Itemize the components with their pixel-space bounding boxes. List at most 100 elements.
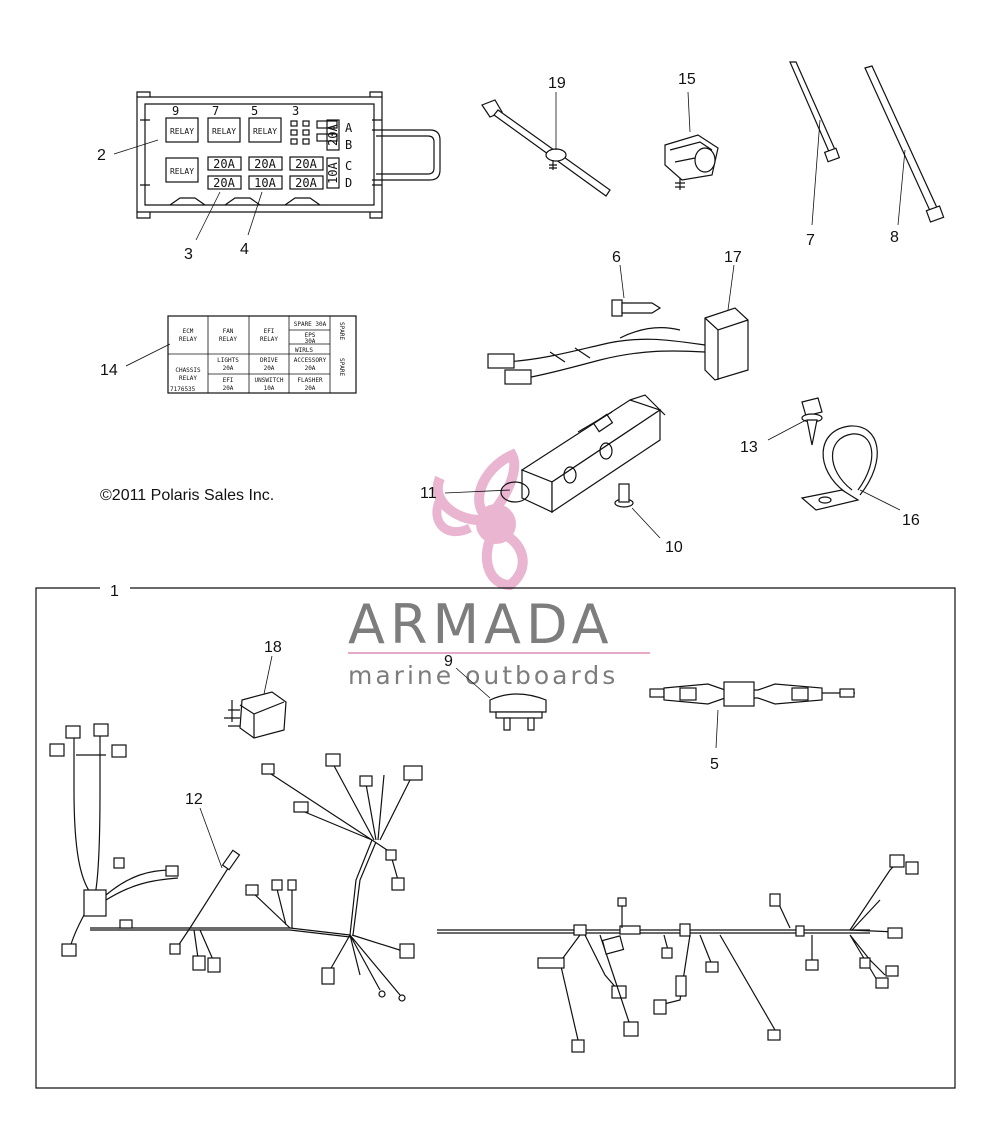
callout-5: 5 (710, 756, 719, 773)
callout-8: 8 (890, 229, 899, 246)
fuse-rating: 20A (213, 157, 235, 171)
label-efi-20a: 20A (223, 385, 234, 392)
label-drive-20a: 20A (264, 365, 275, 372)
callout-11: 11 (420, 485, 437, 502)
label-unswitch: UNSWITCH (255, 377, 284, 384)
side-fuse-rating: 10A (326, 162, 340, 184)
leader-line (631, 507, 661, 539)
label-chassis-relay: RELAY (179, 375, 197, 382)
fuse-rating: 20A (213, 176, 235, 190)
inline-fuse-holder (649, 681, 855, 707)
callout-17: 17 (724, 249, 742, 266)
callout-18: 18 (264, 639, 282, 656)
p-clamp (800, 425, 878, 511)
row-letter: B (345, 138, 352, 152)
leader-line (727, 264, 735, 311)
callout-3: 3 (184, 246, 193, 263)
watermark-name: ARMADA (348, 593, 614, 656)
label-eps-30a: 30A (305, 338, 316, 345)
fuse-rating: 20A (295, 157, 317, 171)
callout-15: 15 (678, 71, 696, 88)
leader-line (263, 655, 273, 695)
slot-number: 5 (251, 104, 258, 118)
leader-line (125, 343, 171, 367)
label-fan-relay: RELAY (219, 336, 237, 343)
label-eps: EPS (305, 332, 316, 339)
leader-line (199, 807, 223, 869)
cable-tie-anchor (481, 99, 611, 197)
label-fan: FAN (223, 328, 234, 335)
leader-line (195, 191, 221, 241)
fuse-holder-harness (487, 307, 749, 385)
label-flasher-20a: 20A (305, 385, 316, 392)
callout-1: 1 (110, 583, 119, 600)
armada-propeller-logo (432, 448, 528, 591)
fuse-label-decal: ECM RELAY FAN RELAY EFI RELAY SPARE 30A … (167, 315, 357, 394)
push-rivet (614, 483, 634, 508)
mounting-bracket (500, 394, 666, 514)
label-part-number: 7176535 (170, 386, 196, 393)
callout-6: 6 (612, 249, 621, 266)
leader-line (897, 149, 906, 226)
label-efi-relay: RELAY (260, 336, 278, 343)
callout-12: 12 (185, 791, 203, 808)
leader-line (811, 119, 821, 226)
label-lights: LIGHTS (217, 357, 239, 364)
slot-number: 9 (172, 104, 179, 118)
label-ecm: ECM (183, 328, 194, 335)
screw-13 (801, 397, 823, 446)
fuse-rating: 10A (254, 176, 276, 190)
label-drive: DRIVE (260, 357, 278, 364)
harness-clip (664, 134, 719, 190)
fuse-box: RELAY RELAY RELAY RELAY 9 7 5 3 20A 20A … (136, 91, 441, 219)
copyright-text: ©2011 Polaris Sales Inc. (100, 487, 274, 504)
leader-line (247, 191, 263, 236)
label-chassis: CHASSIS (175, 367, 201, 374)
leader-line (113, 139, 159, 155)
screw-6 (611, 299, 662, 317)
row-letter: C (345, 159, 352, 173)
callout-2: 2 (97, 147, 106, 164)
callout-14: 14 (100, 362, 118, 379)
label-unswitch-10a: 10A (264, 385, 275, 392)
label-flasher: FLASHER (297, 377, 323, 384)
label-spare-vertical: SPARE (338, 322, 345, 340)
fuse-rating: 20A (254, 157, 276, 171)
callout-16: 16 (902, 512, 920, 529)
cable-tie-8 (864, 65, 945, 223)
chassis-wire-harness (437, 854, 919, 1053)
callout-19: 19 (548, 75, 566, 92)
assembly-frame (35, 587, 956, 1089)
leader-line (687, 91, 691, 133)
relay-label: RELAY (212, 127, 236, 136)
leader-line (767, 419, 807, 441)
leader-line (619, 264, 625, 299)
row-letter: A (345, 121, 353, 135)
label-efi-fuse: EFI (223, 377, 234, 384)
cable-tie-7 (789, 61, 841, 163)
callout-9: 9 (444, 653, 453, 670)
label-lights-20a: 20A (223, 365, 234, 372)
slot-number: 7 (212, 104, 219, 118)
relay-label: RELAY (170, 167, 194, 176)
label-wirls: WIRLS (295, 347, 313, 354)
callout-13: 13 (740, 439, 758, 456)
label-accessory-20a: 20A (305, 365, 316, 372)
row-letter: D (345, 176, 352, 190)
callout-10: 10 (665, 539, 683, 556)
label-ecm-relay: RELAY (179, 336, 197, 343)
label-spare-vertical: SPARE (338, 358, 345, 376)
callout-7: 7 (806, 232, 815, 249)
callout-4: 4 (240, 241, 249, 258)
label-spare-30a: SPARE 30A (294, 321, 327, 328)
watermark-tagline: marine outboards (348, 661, 618, 690)
label-accessory: ACCESSORY (294, 357, 327, 364)
leader-line (715, 709, 719, 749)
leader-line (859, 489, 901, 511)
label-efi: EFI (264, 328, 275, 335)
relay-18 (224, 691, 287, 739)
leader-line (444, 489, 511, 494)
main-wire-harness (49, 723, 423, 1002)
